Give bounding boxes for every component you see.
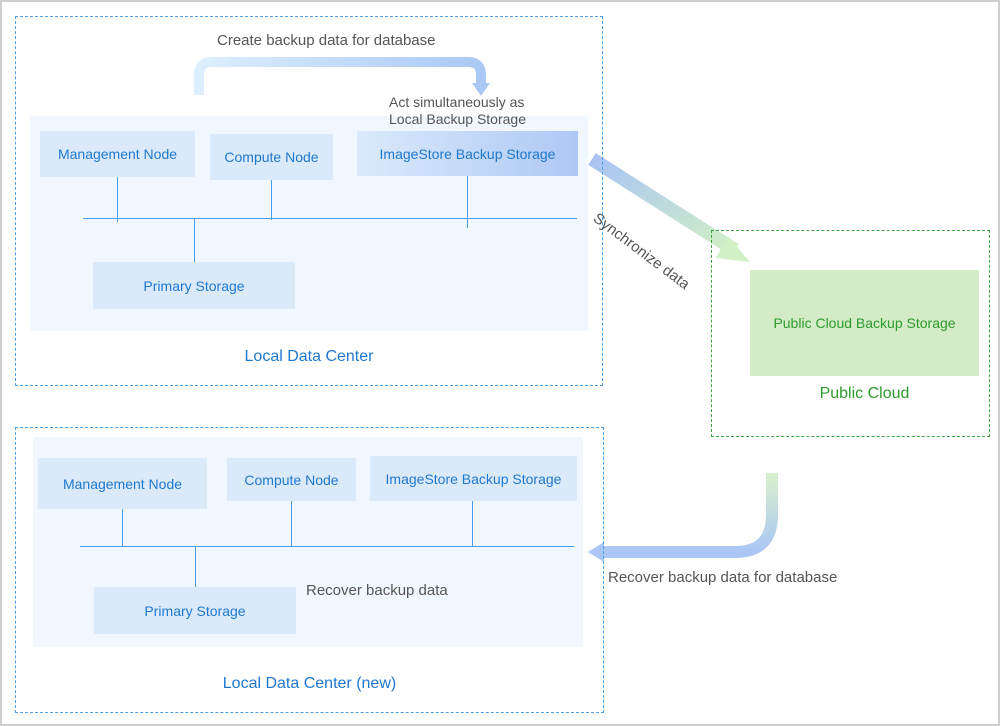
public-cloud-backup-storage: Public Cloud Backup Storage	[750, 270, 979, 376]
bus-line	[83, 218, 577, 219]
new-primary-storage: Primary Storage	[94, 587, 296, 634]
recover-db-label: Recover backup data for database	[608, 569, 838, 586]
public-cloud-area	[711, 230, 990, 437]
new-management-node: Management Node	[38, 458, 207, 509]
act-note-line1: Act simultaneously as	[389, 94, 525, 110]
create-backup-label: Create backup data for database	[217, 32, 436, 49]
primary-storage: Primary Storage	[93, 262, 295, 309]
recover-db-arrow-head	[588, 542, 604, 562]
imagestore-backup-storage: ImageStore Backup Storage	[357, 131, 578, 176]
management-drop	[117, 177, 118, 222]
sync-arrow-head	[716, 236, 750, 262]
compute-drop	[271, 180, 272, 220]
new-imagestore-backup-storage: ImageStore Backup Storage	[370, 456, 577, 501]
primary-drop	[194, 218, 195, 262]
create-backup-arrow-head	[472, 83, 490, 96]
new-bus-line	[80, 546, 574, 547]
new-management-drop	[122, 509, 123, 547]
new-imagestore-drop	[472, 501, 473, 547]
compute-node: Compute Node	[210, 134, 333, 180]
local-data-center-new	[15, 427, 604, 713]
new-compute-drop	[291, 501, 292, 547]
imagestore-drop	[467, 176, 468, 228]
new-compute-node: Compute Node	[227, 458, 356, 501]
act-note-line2: Local Backup Storage	[389, 111, 526, 127]
local-dc-caption: Local Data Center	[244, 348, 374, 365]
local-data-center	[15, 16, 603, 386]
management-node: Management Node	[40, 131, 195, 177]
public-cloud-caption: Public Cloud	[819, 385, 910, 402]
new-dc-caption: Local Data Center (new)	[222, 675, 397, 692]
create-backup-arrow-body	[194, 57, 486, 95]
new-primary-drop	[195, 546, 196, 587]
recover-db-arrow-body	[604, 473, 778, 558]
recover-label: Recover backup data	[306, 582, 448, 599]
